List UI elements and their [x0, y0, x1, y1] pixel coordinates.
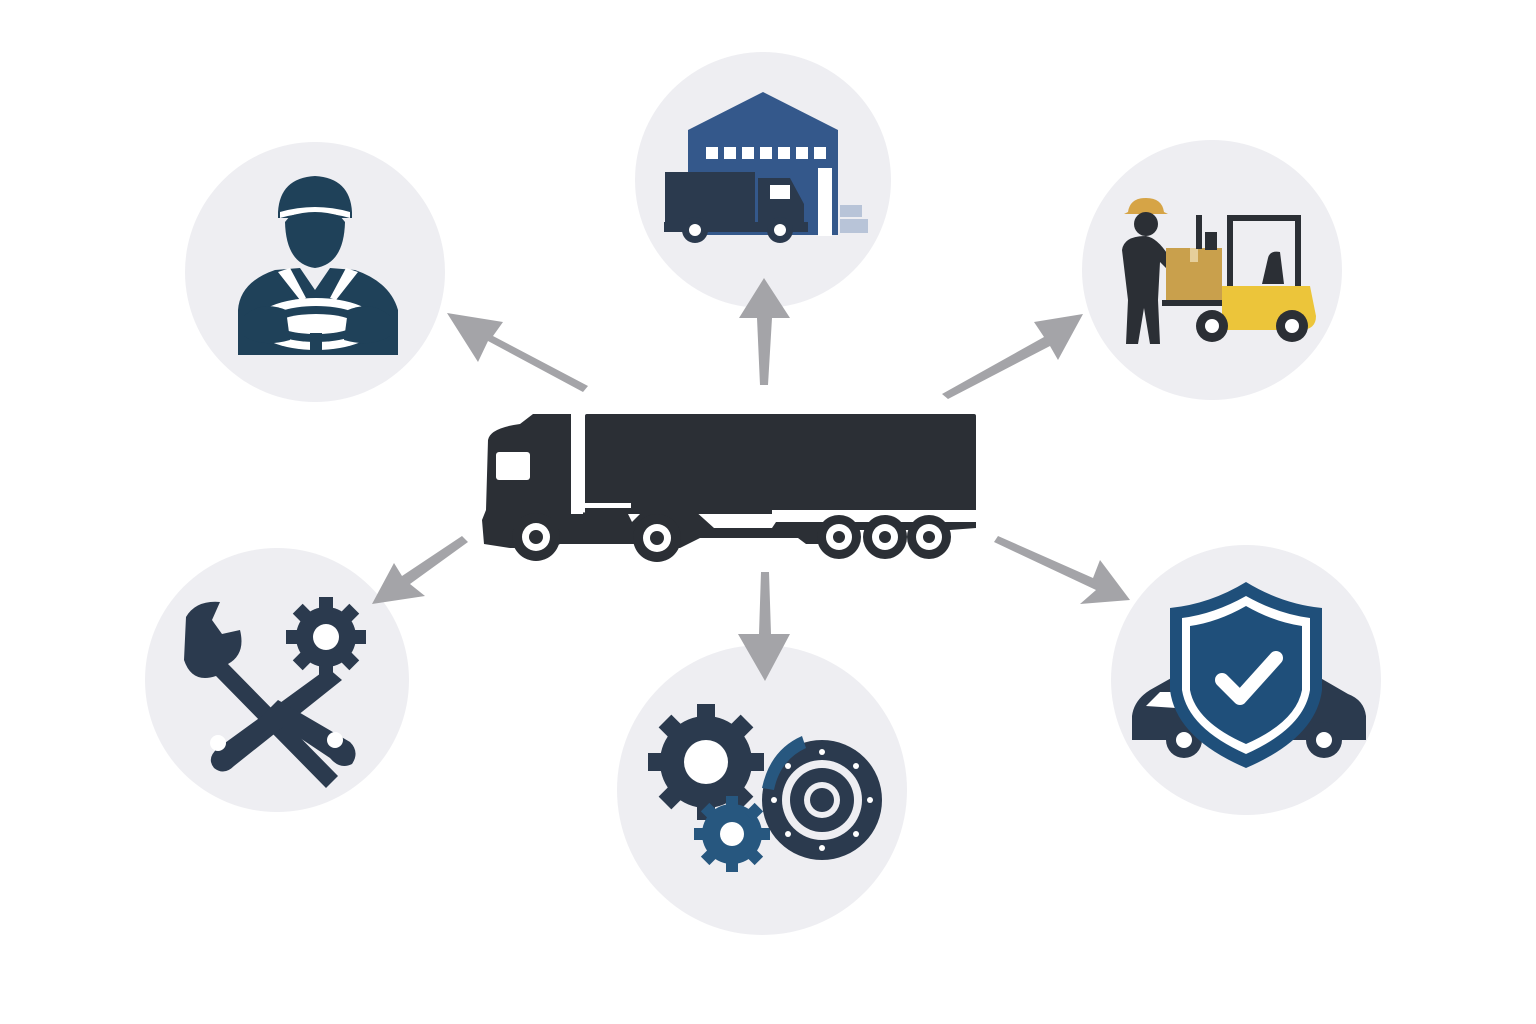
arrow-to-insurance: [994, 536, 1130, 604]
semi-truck-icon: [482, 414, 976, 562]
gears-brake-disc-icon: [648, 704, 882, 872]
connector-arrows: [372, 278, 1130, 681]
wrench-gear-icon: [184, 597, 366, 788]
arrow-to-warehouse: [739, 278, 790, 385]
arrow-to-loading: [942, 314, 1083, 399]
warehouse-icon: [664, 92, 868, 243]
arrow-to-maintenance: [372, 536, 468, 604]
shield-check-car-icon: [1132, 582, 1366, 768]
node-circle-maintenance: [145, 548, 409, 812]
arrow-to-driver: [447, 313, 588, 392]
node-circle-parts: [617, 645, 907, 935]
arrow-to-parts: [738, 572, 790, 681]
forklift-icon: [1122, 198, 1316, 344]
truck-driver-icon: [238, 176, 398, 355]
